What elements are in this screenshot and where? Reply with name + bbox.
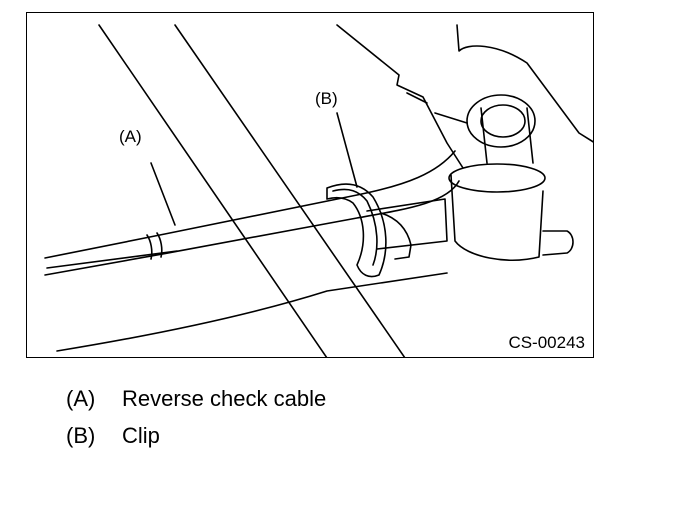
boss-ellipse [466, 94, 536, 148]
cable-strand [46, 250, 178, 269]
callout-a: (A) [119, 127, 142, 146]
background-line [98, 24, 328, 357]
clip-shape [332, 188, 378, 266]
cable-strand [44, 150, 456, 259]
housing-outline [456, 24, 593, 143]
leader-line-a [150, 162, 176, 226]
illustration-frame: (A) (B) CS-00243 [26, 12, 594, 358]
end-fitting [448, 163, 546, 193]
clip-shape [380, 212, 412, 260]
reverse-check-cable-illustration [44, 24, 593, 357]
legend-item: (A) Reverse check cable [66, 386, 326, 423]
clip-shape [326, 183, 387, 278]
figure-code: CS-00243 [508, 333, 585, 352]
housing-outline [336, 24, 464, 169]
cable-sleeve [156, 232, 163, 258]
leader-line-b [336, 112, 358, 188]
housing-outline [406, 92, 428, 104]
legend-text: Reverse check cable [122, 386, 327, 411]
boss-ellipse [480, 107, 534, 164]
legend-text: Clip [122, 423, 160, 448]
legend-key: (B) [66, 423, 96, 448]
cable-rod [366, 198, 448, 250]
callout-b: (B) [315, 89, 338, 108]
end-fitting [542, 230, 574, 256]
end-fitting [450, 174, 544, 261]
boss-ellipse [480, 104, 526, 138]
legend-key: (A) [66, 386, 96, 411]
cable-sleeve [146, 234, 153, 260]
legend: (A) Reverse check cable (B) Clip [66, 386, 326, 460]
background-line [174, 24, 406, 357]
background-line [56, 272, 448, 352]
housing-outline [434, 112, 468, 124]
legend-item: (B) Clip [66, 423, 326, 460]
